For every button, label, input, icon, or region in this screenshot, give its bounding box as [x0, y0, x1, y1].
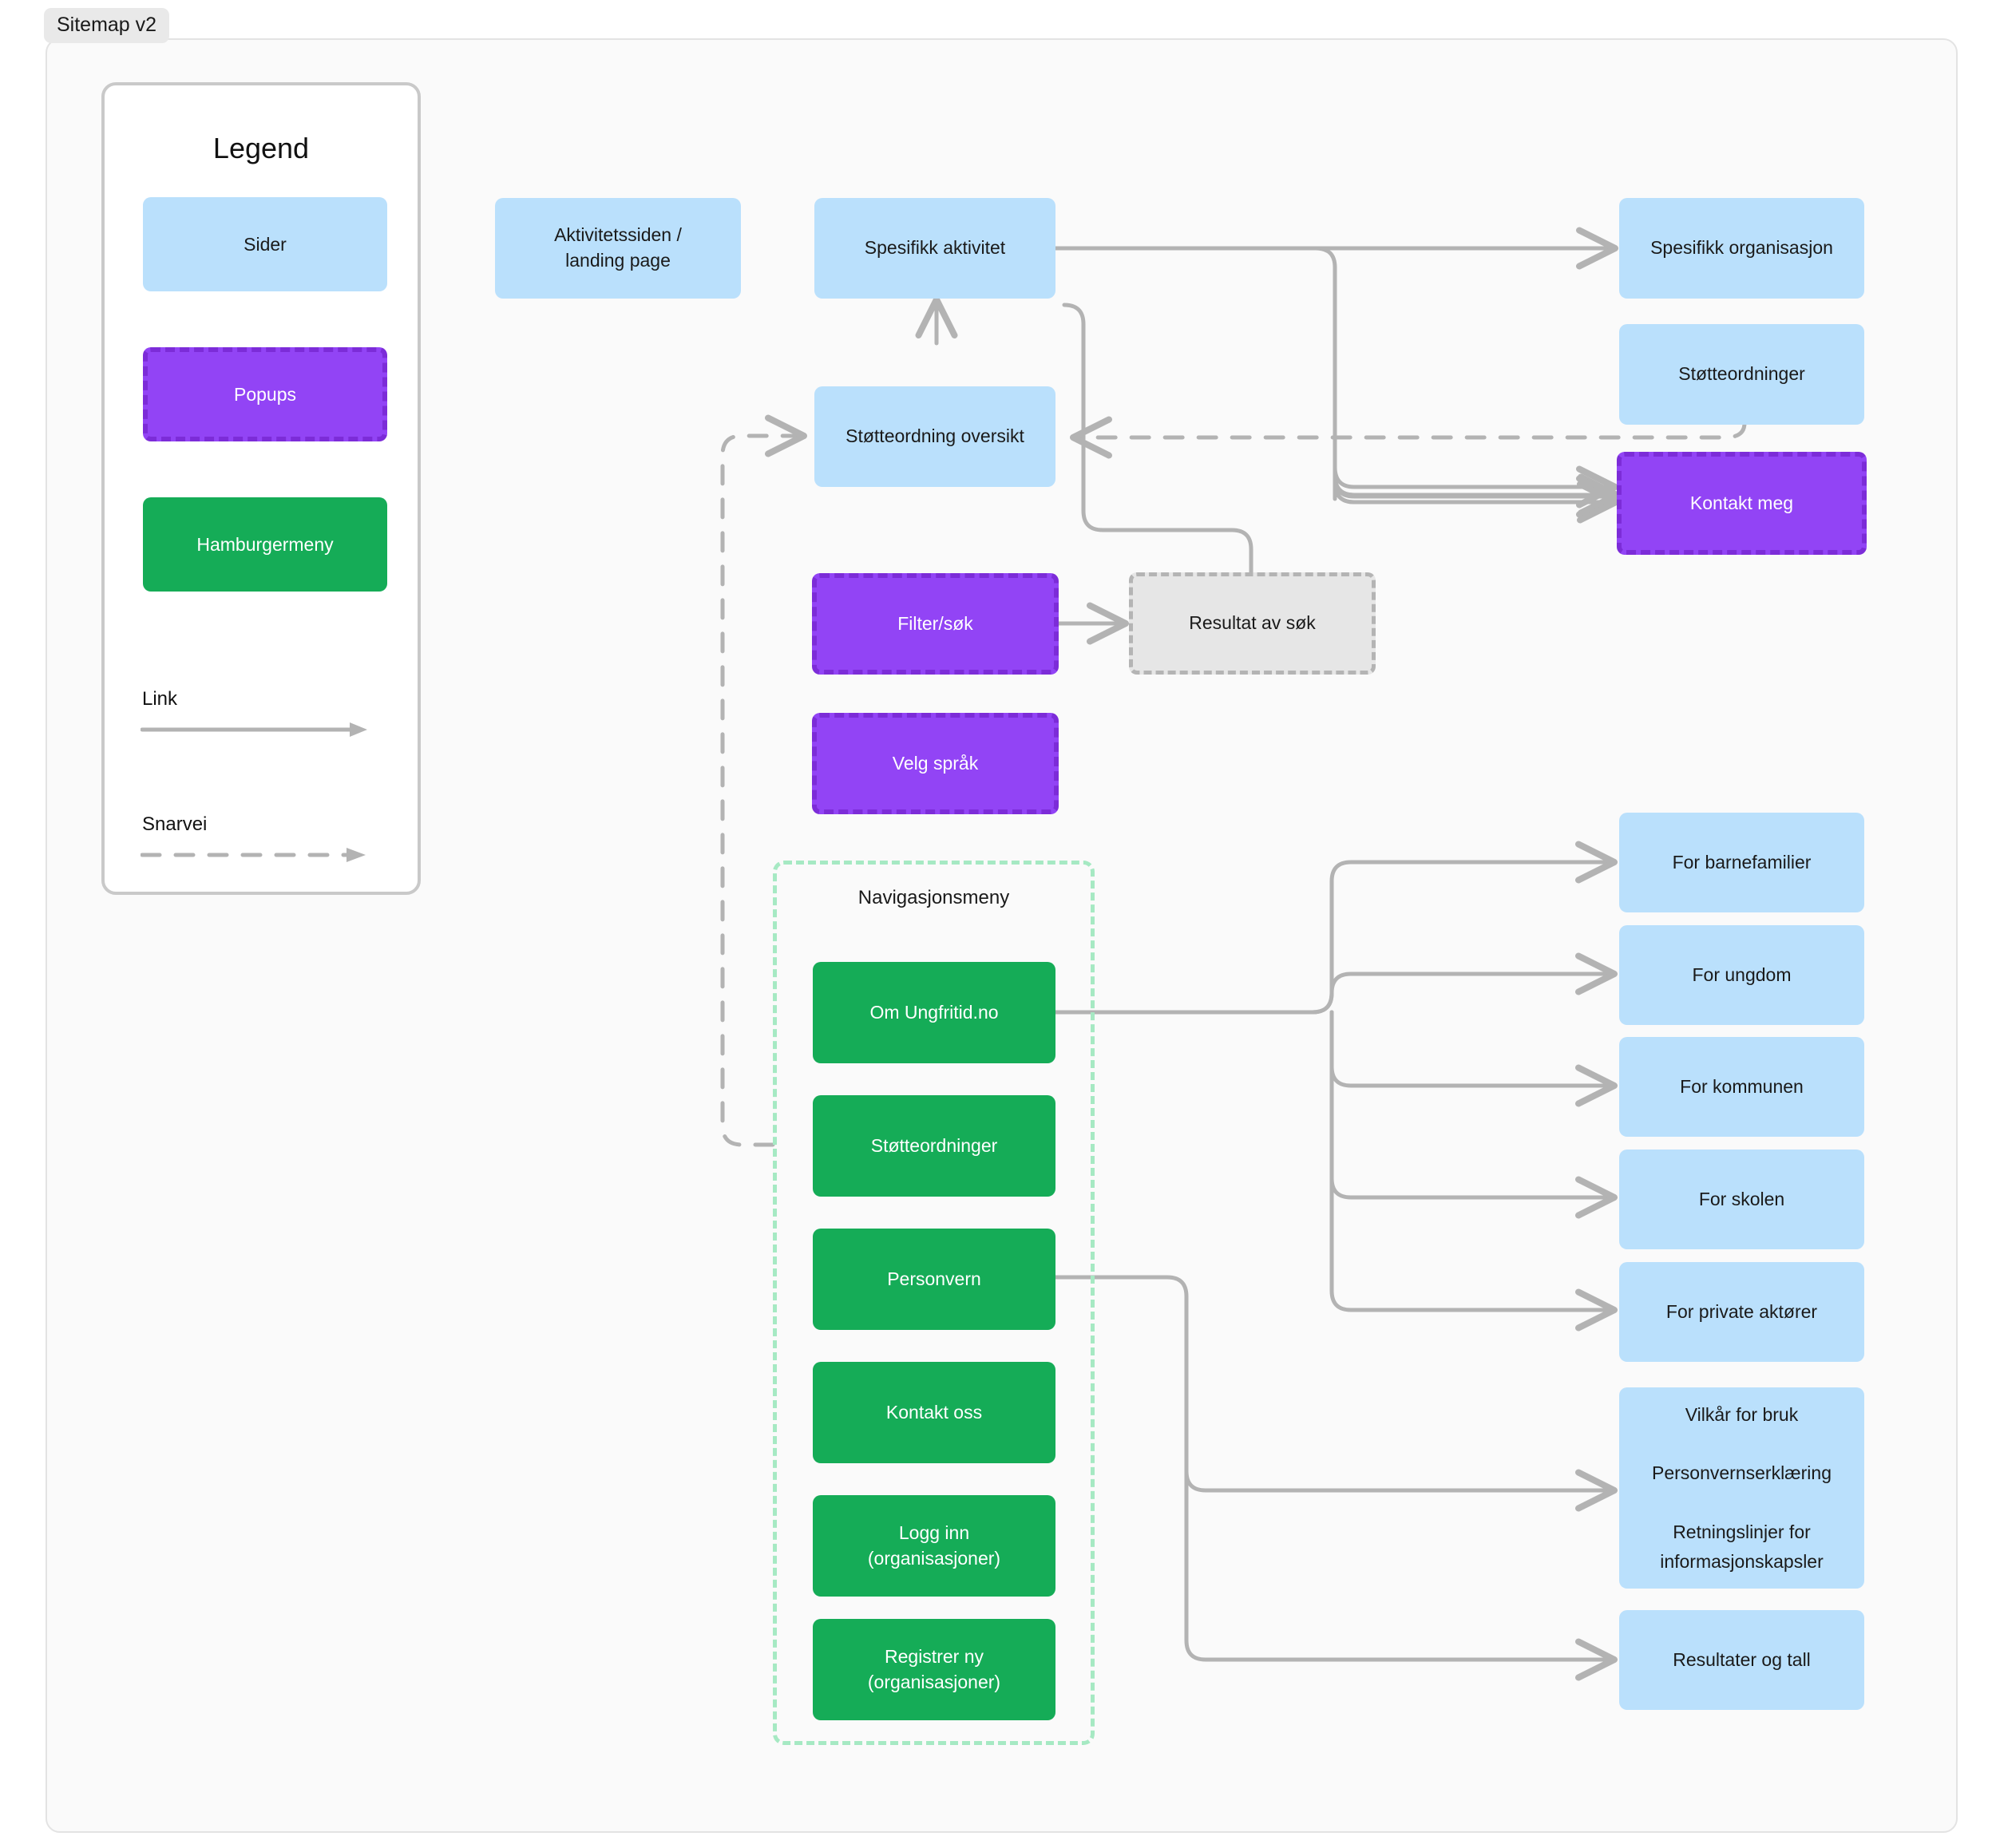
navigasjonsmeny-title: Navigasjonsmeny [857, 887, 1010, 908]
node-label: Spesifikk organisasjon [1650, 237, 1833, 259]
node-for-private-aktorer[interactable]: For private aktører [1619, 1262, 1864, 1362]
nav-item-kontakt-oss[interactable]: Kontakt oss [813, 1362, 1055, 1463]
node-label: Filter/søk [897, 612, 973, 634]
node-kontakt-meg[interactable]: Kontakt meg [1617, 452, 1867, 555]
nav-item-om-ungfritid[interactable]: Om Ungfritid.no [813, 962, 1055, 1063]
node-label: Logg inn (organisasjoner) [867, 1522, 1001, 1569]
node-stotteordning-oversikt[interactable]: Støtteordning oversikt [814, 386, 1055, 487]
node-label: Kontakt meg [1689, 492, 1794, 513]
node-label: Resultater og tall [1673, 1648, 1811, 1670]
node-label: Spesifikk aktivitet [864, 237, 1006, 259]
legend-label-link: Link [142, 688, 178, 710]
node-filter-sok[interactable]: Filter/søk [812, 573, 1059, 675]
node-spesifikk-organisasjon[interactable]: Spesifikk organisasjon [1619, 198, 1864, 299]
nav-item-personvern[interactable]: Personvern [813, 1229, 1055, 1330]
node-label: Støtteordninger [870, 1134, 998, 1156]
node-label: Registrer ny (organisasjoner) [867, 1645, 1001, 1692]
legend-title: Legend [212, 132, 310, 164]
node-label: For skolen [1698, 1188, 1785, 1209]
legend-swatch-label: Popups [233, 383, 296, 405]
legend-panel: Legend Sider Popups Hamburgermeny Link S… [101, 82, 421, 895]
node-for-barnefamilier[interactable]: For barnefamilier [1619, 813, 1864, 912]
nav-item-registrer-ny[interactable]: Registrer ny (organisasjoner) [813, 1619, 1055, 1720]
node-spesifikk-aktivitet[interactable]: Spesifikk aktivitet [814, 198, 1055, 299]
node-label: Aktivitetssiden / landing page [554, 224, 682, 271]
legend-link-arrow-icon [141, 722, 367, 737]
node-landing-page[interactable]: Aktivitetssiden / landing page [495, 198, 741, 299]
node-label: Velg språk [892, 752, 979, 774]
node-for-skolen[interactable]: For skolen [1619, 1150, 1864, 1249]
node-label: Om Ungfritid.no [869, 1001, 999, 1023]
node-label: Personvern [887, 1268, 981, 1289]
node-label: Kontakt oss [885, 1401, 983, 1423]
legend-snarvei-arrow-icon [141, 848, 366, 862]
sitemap-title-tab[interactable]: Sitemap v2 [44, 8, 170, 43]
legend-swatch-label: Hamburgermeny [196, 533, 334, 555]
node-resultater-og-tall[interactable]: Resultater og tall [1619, 1610, 1864, 1710]
node-label: For kommunen [1680, 1075, 1804, 1097]
legend-label-snarvei: Snarvei [142, 813, 208, 835]
node-for-ungdom[interactable]: For ungdom [1619, 925, 1864, 1025]
node-label: Vilkår for bruk Personvernserklæring Ret… [1652, 1403, 1832, 1572]
node-label: For barnefamilier [1672, 851, 1812, 873]
node-label: For ungdom [1692, 964, 1792, 985]
legend-swatch-popups: Popups [143, 347, 387, 441]
node-velg-sprak[interactable]: Velg språk [812, 713, 1059, 814]
node-resultat-av-sok[interactable]: Resultat av søk [1129, 572, 1376, 675]
node-stotteordninger-right[interactable]: Støtteordninger [1619, 324, 1864, 425]
node-label: For private aktører [1665, 1300, 1818, 1322]
node-label: Støtteordninger [1678, 363, 1805, 385]
legend-swatch-label: Sider [244, 233, 287, 255]
node-label: Støtteordning oversikt [846, 425, 1024, 447]
legend-swatch-hamburgermeny: Hamburgermeny [143, 497, 387, 592]
nav-item-logg-inn[interactable]: Logg inn (organisasjoner) [813, 1495, 1055, 1597]
node-for-kommunen[interactable]: For kommunen [1619, 1037, 1864, 1137]
node-label: Resultat av søk [1189, 612, 1316, 634]
node-vilkar-personvern-block[interactable]: Vilkår for bruk Personvernserklæring Ret… [1619, 1387, 1864, 1589]
nav-item-stotteordninger[interactable]: Støtteordninger [813, 1095, 1055, 1197]
legend-swatch-sider: Sider [143, 197, 387, 291]
